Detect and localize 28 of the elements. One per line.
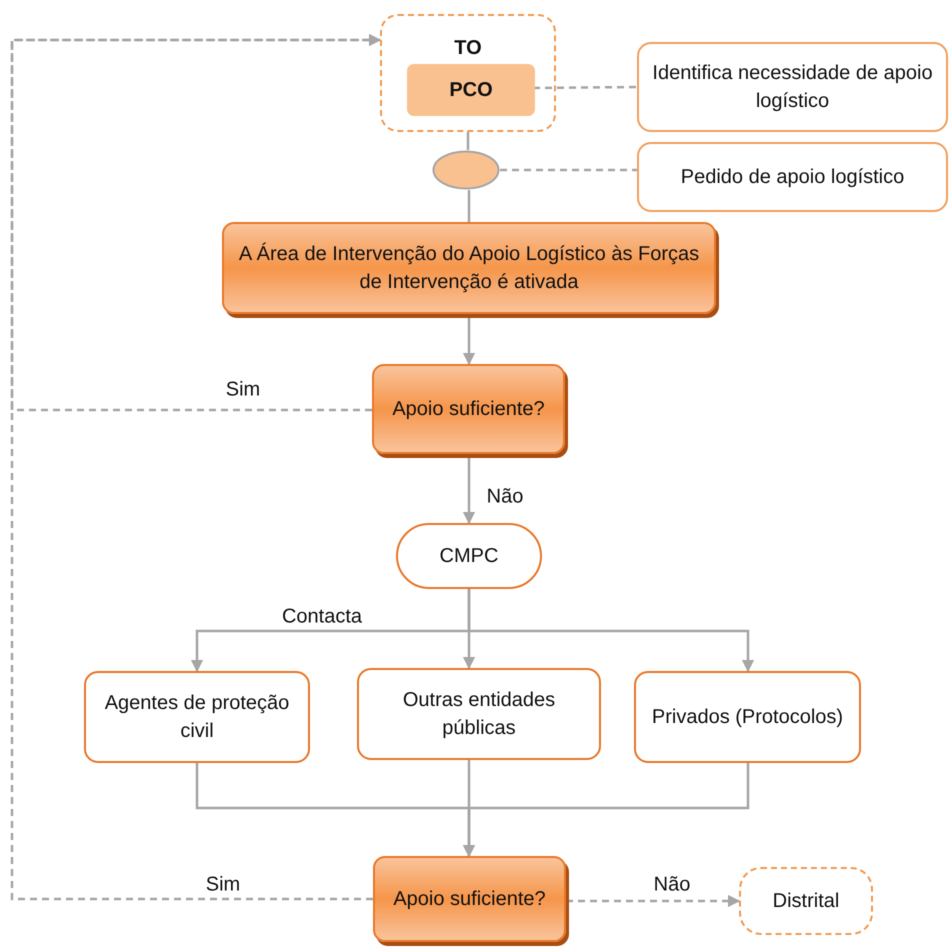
node-text: CMPC <box>440 544 498 569</box>
arrow <box>462 763 750 858</box>
process-box <box>357 668 601 760</box>
arrow <box>468 589 754 672</box>
connector-line <box>500 168 637 172</box>
node-text: TO <box>454 36 482 61</box>
node-text: Identifica necessidade de apoio logístico <box>651 61 934 114</box>
node-text: Agentes de proteção civil <box>104 691 290 744</box>
node-text: Apoio suficiente? <box>393 887 546 912</box>
node-text: Apoio suficiente? <box>392 397 545 422</box>
node-text: Outras entidades públicas <box>402 688 556 741</box>
connector-line <box>466 132 470 150</box>
dashed-group-box <box>380 14 556 132</box>
note-box <box>637 42 948 132</box>
ellipse-shape <box>432 150 500 190</box>
connector-line <box>468 190 470 222</box>
node-text: Privados (Protocolos) <box>652 705 844 730</box>
arrow <box>10 34 382 900</box>
arrow <box>566 894 740 908</box>
label-box <box>407 64 535 116</box>
node-text: Pedido de apoio logístico <box>680 165 904 190</box>
node-text: A Área de Intervenção do Apoio Logístico às Forças de Intervenção é ativada <box>238 242 700 295</box>
connector-line <box>532 86 638 90</box>
node-text: Distrital <box>772 889 840 914</box>
process-box <box>634 671 861 763</box>
note-box <box>637 142 948 212</box>
node-text: PCO <box>449 78 493 103</box>
process-box <box>84 671 310 763</box>
